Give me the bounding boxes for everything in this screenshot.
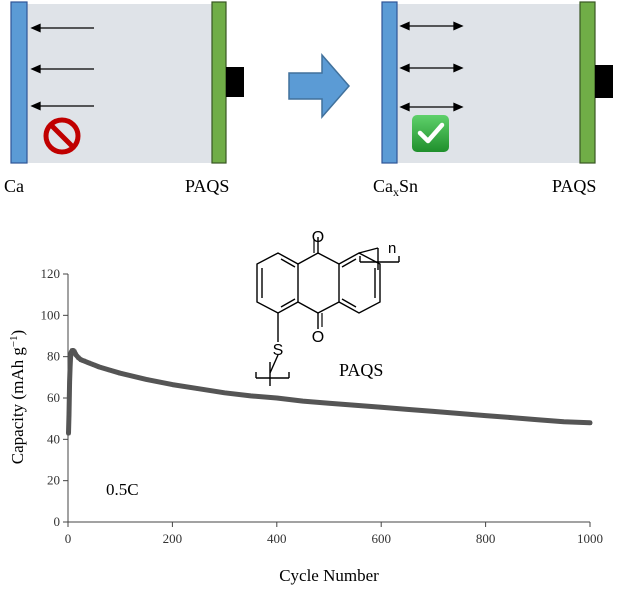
capacity-data-point	[144, 377, 149, 382]
capacity-data-point	[222, 390, 227, 395]
capacity-data-point	[67, 412, 72, 417]
capacity-data-point	[68, 365, 73, 369]
chart-axes: 0 20 40 60 80 100 120 0 200 400 600 800 1000	[41, 266, 604, 546]
left-current-collector-tab	[226, 67, 244, 97]
y-tick-label: 100	[41, 307, 61, 322]
ca-label: Ca	[4, 176, 24, 196]
capacity-data-point	[97, 365, 102, 369]
rate-annotation: 0.5C	[106, 480, 139, 499]
capacity-data-point	[92, 362, 97, 367]
left-arrows	[30, 23, 94, 111]
y-tick-label: 40	[47, 431, 60, 446]
x-tick-label: 400	[267, 531, 287, 546]
y-tick-label: 60	[47, 390, 60, 405]
capacity-data-point	[73, 352, 78, 357]
right-paqs-label: PAQS	[552, 176, 596, 196]
capacity-data-point	[327, 401, 331, 406]
y-tick-label: 120	[41, 266, 61, 281]
right-cell-schematic: CaxSn PAQS	[373, 1, 613, 199]
capacity-data-point	[379, 405, 384, 410]
repeat-index: n	[388, 240, 396, 257]
capacity-data-point	[483, 413, 488, 418]
capacity-data-point	[535, 417, 540, 422]
capacity-series-line	[66, 348, 593, 436]
capacity-data-point	[588, 420, 592, 425]
x-tick-label: 0	[65, 531, 72, 546]
paqs-compound-label: PAQS	[339, 360, 383, 380]
right-arrows	[399, 21, 464, 112]
capacity-data-point	[76, 355, 81, 360]
capacity-chart: 0 20 40 60 80 100 120 0 200 400 600 800 1000 Capacit…	[8, 266, 603, 585]
capacity-data-point	[67, 379, 72, 384]
capacity-data-point	[431, 409, 436, 414]
caxsn-label: CaxSn	[373, 176, 418, 199]
x-axis-label: Cycle Number	[279, 566, 379, 585]
left-electrolyte	[22, 4, 220, 163]
x-tick-label: 800	[476, 531, 496, 546]
sulfur-atom: S	[273, 342, 284, 359]
capacity-data-point	[248, 393, 253, 398]
capacity-data-point	[79, 357, 84, 362]
left-paqs-label: PAQS	[185, 176, 229, 196]
right-paqs-cathode	[579, 1, 596, 164]
paqs-structure	[255, 237, 400, 386]
right-current-collector-tab	[595, 65, 613, 98]
y-tick-label: 20	[47, 473, 60, 488]
prohibited-icon	[43, 117, 81, 155]
capacity-data-point	[68, 354, 73, 359]
x-tick-label: 1000	[577, 531, 603, 546]
capacity-data-point	[274, 396, 279, 400]
capacity-data-point	[457, 411, 462, 416]
capacity-data-point	[81, 358, 86, 363]
capacity-data-point	[69, 350, 74, 355]
checkmark-icon	[412, 115, 449, 152]
y-axis-label: Capacity (mAh g−1)	[8, 330, 27, 464]
capacity-data-point	[118, 371, 123, 376]
x-tick-label: 200	[163, 531, 183, 546]
capacity-data-point	[170, 382, 175, 387]
capacity-data-point	[405, 407, 410, 412]
caxsn-anode	[381, 1, 398, 164]
capacity-data-point	[66, 431, 71, 436]
left-paqs-cathode	[211, 1, 227, 164]
capacity-data-point	[86, 360, 91, 365]
capacity-data-point	[196, 386, 201, 391]
capacity-data-point	[72, 349, 77, 354]
capacity-data-point	[509, 415, 514, 420]
x-tick-label: 600	[371, 531, 391, 546]
carbonyl-oxygen-bottom: O	[312, 329, 324, 346]
ca-anode	[10, 1, 28, 164]
capacity-data-point	[107, 368, 112, 373]
capacity-data-point	[353, 403, 358, 408]
y-tick-label: 80	[47, 349, 60, 364]
capacity-series	[66, 348, 593, 436]
paqs-atom-labels: O O S n	[273, 229, 397, 359]
capacity-data-point	[561, 419, 566, 424]
right-arrow-icon	[288, 52, 350, 120]
y-tick-label: 0	[54, 514, 61, 529]
carbonyl-oxygen-top: O	[312, 229, 324, 246]
left-cell-schematic: Ca PAQS	[4, 1, 244, 196]
capacity-data-point	[300, 399, 305, 404]
